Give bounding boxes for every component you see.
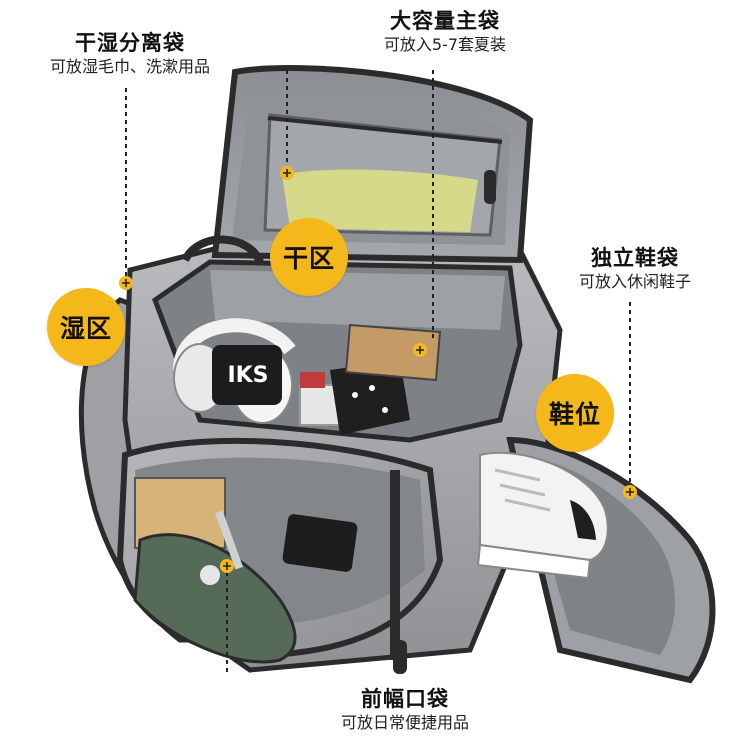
plus-marker-icon [119, 166, 637, 573]
mesh-zipper [267, 116, 503, 144]
headphones: IKS [173, 318, 296, 424]
badge-dry-zone: 干区 [270, 218, 348, 296]
callout-title: 大容量主袋 [390, 9, 500, 33]
front-phone [282, 514, 358, 572]
phone [344, 323, 442, 382]
badge-wet-zone: 湿区 [47, 288, 125, 366]
callout-shoe-bag: 独立鞋袋 可放入休闲鞋子 [535, 245, 735, 293]
badge-shoe-zone: 鞋位 [536, 374, 614, 452]
headphone-brand-text: IKS [227, 363, 268, 388]
callout-front-pocket: 前幅口袋 可放日常便捷用品 [285, 686, 525, 734]
leader-lines [125, 70, 631, 676]
callout-title: 独立鞋袋 [591, 246, 679, 270]
zipper-tab [393, 640, 407, 674]
callout-subtitle: 可放入休闲鞋子 [578, 272, 691, 291]
zipper-pull [484, 170, 496, 204]
callout-title: 干湿分离袋 [75, 31, 185, 55]
callout-subtitle: 可放湿毛巾、洗漱用品 [49, 57, 210, 76]
pen [214, 510, 244, 570]
callout-dry-wet-bag: 干湿分离袋 可放湿毛巾、洗漱用品 [10, 30, 250, 78]
umbrella [133, 533, 297, 664]
callout-subtitle: 可放入5-7套夏装 [383, 35, 507, 54]
callout-title: 前幅口袋 [361, 687, 449, 711]
callout-main-compartment: 大容量主袋 可放入5-7套夏装 [325, 8, 565, 56]
towel [282, 169, 478, 232]
pouch [330, 360, 410, 435]
sneaker [476, 451, 609, 580]
callout-subtitle: 可放日常便捷用品 [340, 713, 469, 732]
top-handle [181, 235, 264, 264]
